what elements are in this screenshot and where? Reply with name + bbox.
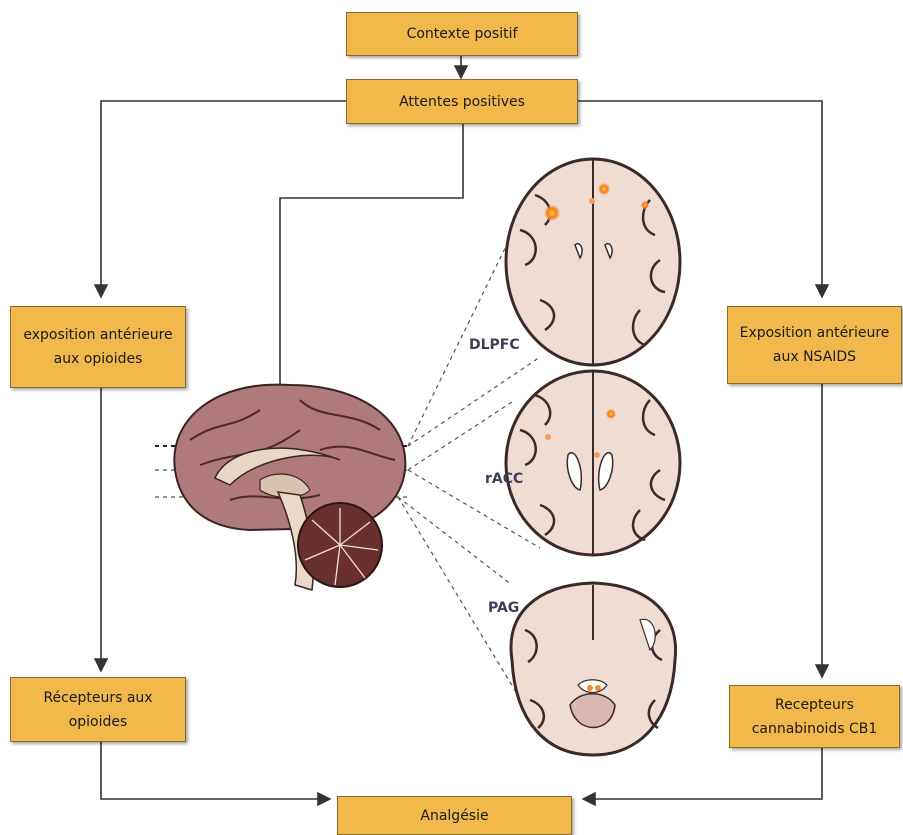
box-exposition-opioides: exposition antérieure aux opioides xyxy=(10,306,186,388)
axial-slice-pag xyxy=(509,581,678,757)
box-exposition-nsaids-text: Exposition antérieure aux NSAIDS xyxy=(739,325,890,365)
box-recepteurs-cb1: Recepteurs cannabinoids CB1 xyxy=(729,685,900,748)
box-recepteurs-opioides-text: Récepteurs aux opioides xyxy=(43,689,153,730)
axial-slice-racc xyxy=(504,369,682,557)
box-exposition-nsaids: Exposition antérieure aux NSAIDS xyxy=(727,306,902,384)
box-analgesie-text: Analgésie xyxy=(420,807,489,824)
label-dlpfc: DLPFC xyxy=(469,337,520,353)
box-contexte-positif: Contexte positif xyxy=(346,12,578,56)
box-recepteurs-opioides: Récepteurs aux opioides xyxy=(10,677,186,742)
label-pag: PAG xyxy=(488,600,519,616)
box-recepteurs-cb1-text: Recepteurs cannabinoids CB1 xyxy=(751,696,878,737)
axial-slice-dlpfc xyxy=(504,157,682,367)
connector-arrows xyxy=(93,56,830,807)
box-attentes-positives-text: Attentes positives xyxy=(399,93,525,110)
label-racc: rACC xyxy=(485,471,523,487)
box-attentes-positives: Attentes positives xyxy=(346,79,578,124)
box-exposition-opioides-text: exposition antérieure aux opioides xyxy=(23,327,173,367)
box-contexte-positif-text: Contexte positif xyxy=(406,26,518,42)
box-analgesie: Analgésie xyxy=(337,796,572,835)
sagittal-brain-illustration xyxy=(173,383,407,591)
